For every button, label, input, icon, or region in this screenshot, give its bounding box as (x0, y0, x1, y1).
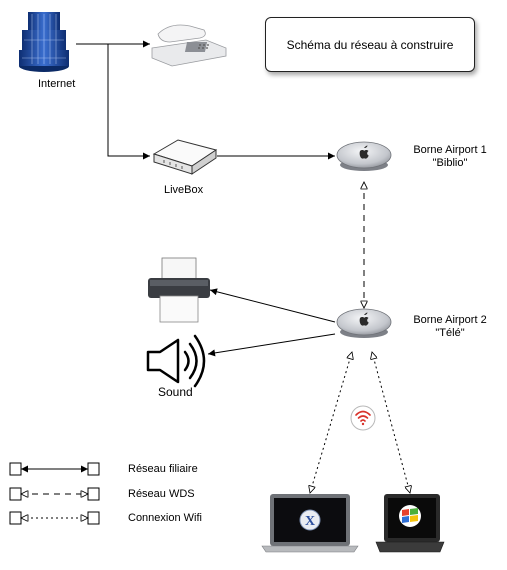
link-airport2-sound (207, 333, 336, 357)
link-wifi-mac (310, 352, 352, 493)
wifi-icon (350, 405, 376, 431)
server-icon (19, 12, 69, 72)
link-wifi-windows (372, 352, 410, 493)
router-icon (152, 139, 218, 175)
airport-base-icon (336, 141, 392, 171)
svg-text:X: X (305, 514, 315, 529)
telephone-icon (151, 24, 227, 67)
airport2-label: Borne Airport 2 "Télé" (400, 314, 500, 340)
link-airport2-printer (209, 288, 336, 323)
legend-wifi-label: Connexion Wifi (128, 512, 202, 524)
legend (9, 462, 100, 525)
speaker-icon (146, 334, 206, 388)
airport-base-icon (336, 308, 392, 338)
sound-label: Sound (158, 385, 193, 399)
diagram-title: Schéma du réseau à construire (265, 17, 475, 72)
connections (76, 40, 410, 493)
airport2-nickname: "Télé" (435, 327, 465, 339)
printer-icon (148, 257, 210, 323)
mac-laptop-icon: X (261, 494, 359, 553)
airport1-name: Borne Airport 1 (413, 144, 487, 156)
windows-laptop-icon (375, 494, 445, 553)
legend-wired-label: Réseau filiaire (128, 463, 198, 475)
legend-wds-label: Réseau WDS (128, 488, 195, 500)
airport1-nickname: "Biblio" (432, 157, 468, 169)
airport2-name: Borne Airport 2 (413, 314, 487, 326)
livebox-label: LiveBox (164, 184, 204, 196)
internet-label: Internet (38, 78, 76, 90)
link-internet-livebox (107, 44, 150, 160)
airport1-label: Borne Airport 1 "Biblio" (400, 144, 500, 170)
diagram-title-text: Schéma du réseau à construire (286, 37, 454, 52)
